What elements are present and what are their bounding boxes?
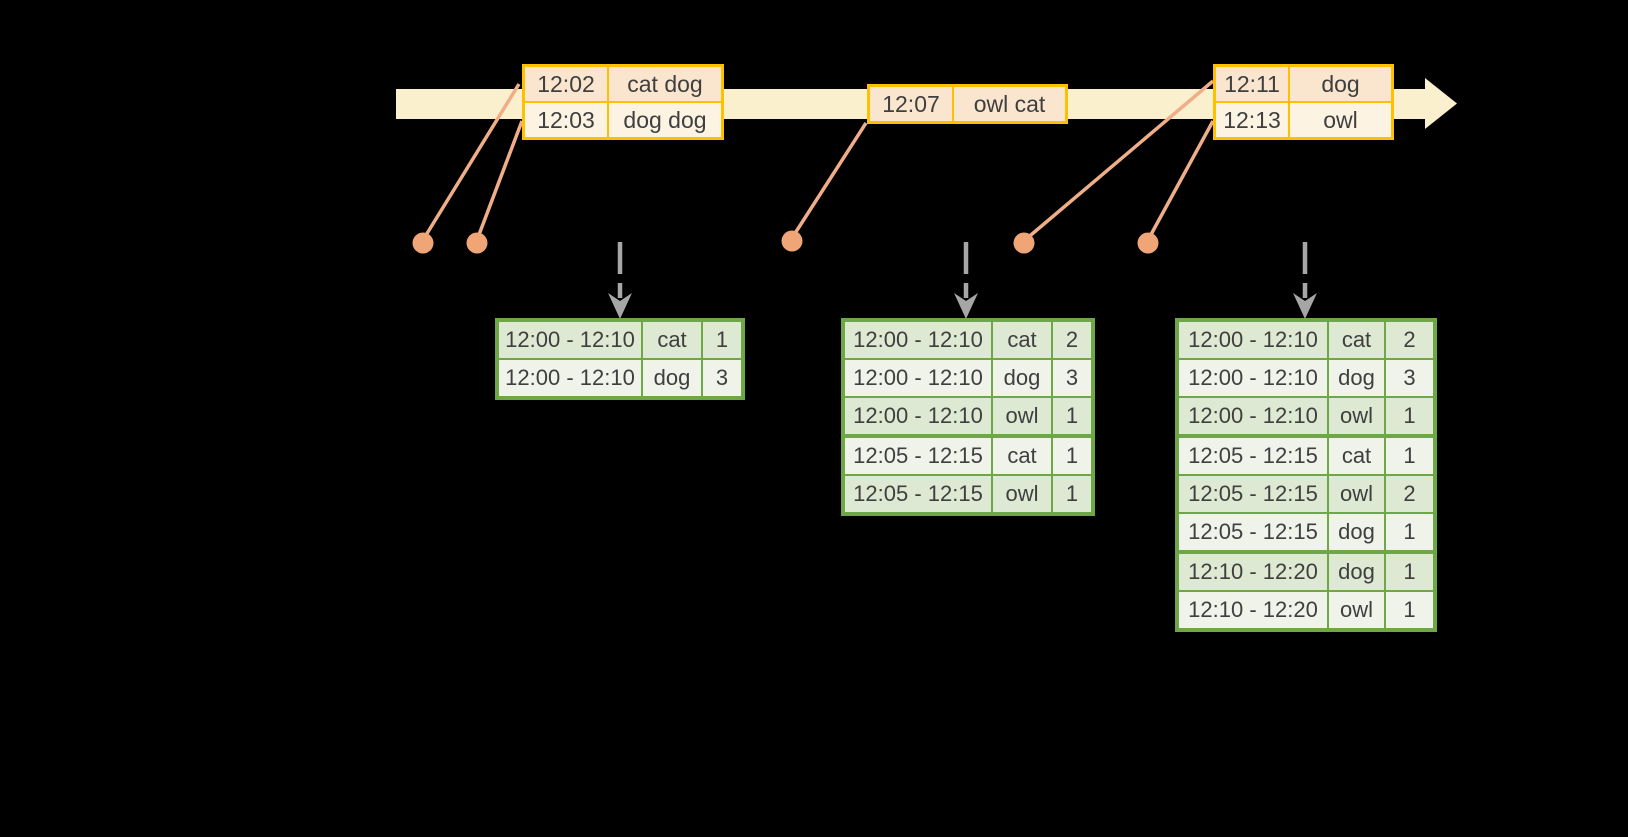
count-cell: 2 — [1065, 327, 1079, 352]
count-cell: 2 — [1403, 481, 1416, 506]
count-cell: 1 — [1065, 443, 1079, 468]
word-cell: dog — [643, 360, 703, 396]
word-cell: cat — [1329, 438, 1386, 474]
event-words-cell: dog — [1321, 70, 1360, 97]
connector-line — [1146, 120, 1215, 241]
window-range-cell: 12:00 - 12:10 — [1179, 360, 1329, 396]
word-cell: cat — [1329, 322, 1386, 358]
connector-line — [421, 83, 521, 241]
word-cell: cat — [993, 322, 1053, 358]
connector-line — [1023, 79, 1215, 242]
window-range-cell: 12:00 - 12:10 — [845, 360, 993, 396]
word-cell: dog — [1329, 514, 1386, 550]
event-words-cell: owl cat — [973, 90, 1046, 117]
word-cell: cat — [643, 322, 703, 358]
event-words-cell: dog dog — [623, 106, 707, 133]
window-range-cell: 12:00 - 12:10 — [1179, 398, 1329, 434]
window-range-cell: 12:00 - 12:10 — [845, 398, 993, 434]
event-time-cell: 12:13 — [1216, 103, 1290, 137]
window-range-cell: 12:10 - 12:20 — [1179, 592, 1329, 628]
window-range-cell: 12:05 - 12:15 — [1179, 438, 1329, 474]
word-cell: owl — [1329, 398, 1386, 434]
count-cell: 1 — [1403, 403, 1416, 428]
word-cell: dog — [1329, 554, 1386, 590]
count-cell: 1 — [715, 327, 729, 352]
event-dot-icon — [1013, 232, 1035, 254]
word-cell: owl — [1329, 592, 1386, 628]
count-cell: 1 — [1403, 519, 1416, 544]
window-range-cell: 12:05 - 12:15 — [1179, 476, 1329, 512]
event-row: 12:03 dog dog — [525, 101, 721, 137]
window-range-cell: 12:05 - 12:15 — [845, 476, 993, 512]
trigger-arrow-icon — [1293, 242, 1317, 319]
word-cell: owl — [1329, 476, 1386, 512]
window-range-cell: 12:00 - 12:10 — [499, 360, 643, 396]
count-cell: 1 — [1065, 403, 1079, 428]
word-cell: dog — [993, 360, 1053, 396]
count-cell: 1 — [1065, 481, 1079, 506]
event-time-cell: 12:11 — [1216, 67, 1290, 101]
word-cell: owl — [993, 398, 1053, 434]
event-time-cell: 12:07 — [870, 87, 954, 121]
trigger-arrow-icon — [608, 242, 632, 319]
event-table-1207: 12:07 owl cat — [867, 84, 1068, 124]
event-row: 12:07 owl cat — [870, 87, 1065, 121]
window-range-cell: 12:00 - 12:10 — [499, 322, 643, 358]
event-dot-icon — [781, 230, 803, 252]
word-cell: dog — [1329, 360, 1386, 396]
event-dot-icon — [412, 232, 434, 254]
event-words-cell: cat dog — [627, 70, 703, 97]
window-range-cell: 12:10 - 12:20 — [1179, 554, 1329, 590]
count-cell: 3 — [1065, 365, 1079, 390]
event-table-1211: 12:11 dog 12:13 owl — [1213, 64, 1394, 140]
window-range-cell: 12:05 - 12:15 — [1179, 514, 1329, 550]
window-range-cell: 12:00 - 12:10 — [845, 322, 993, 358]
event-row: 12:02 cat dog — [525, 67, 721, 101]
count-cell: 1 — [1403, 443, 1416, 468]
count-cell: 3 — [1403, 365, 1416, 390]
word-cell: cat — [993, 438, 1053, 474]
event-time-cell: 12:02 — [525, 67, 609, 101]
count-cell: 3 — [715, 365, 729, 390]
window-range-cell: 12:00 - 12:10 — [1179, 322, 1329, 358]
trigger-arrow-icon — [954, 242, 978, 319]
event-table-1202: 12:02 cat dog 12:03 dog dog — [522, 64, 724, 140]
connector-line — [475, 120, 524, 241]
count-cell: 1 — [1403, 559, 1416, 584]
timeline-arrowhead-icon — [1425, 78, 1457, 129]
window-range-cell: 12:05 - 12:15 — [845, 438, 993, 474]
word-cell: owl — [993, 476, 1053, 512]
event-time-cell: 12:03 — [525, 103, 609, 137]
count-cell: 2 — [1403, 327, 1416, 352]
event-row: 12:11 dog — [1216, 67, 1391, 101]
event-row: 12:13 owl — [1216, 101, 1391, 137]
count-cell: 1 — [1403, 597, 1416, 622]
event-dot-icon — [1137, 232, 1159, 254]
event-dot-icon — [466, 232, 488, 254]
event-words-cell: owl — [1323, 106, 1358, 133]
connector-line — [790, 122, 868, 239]
